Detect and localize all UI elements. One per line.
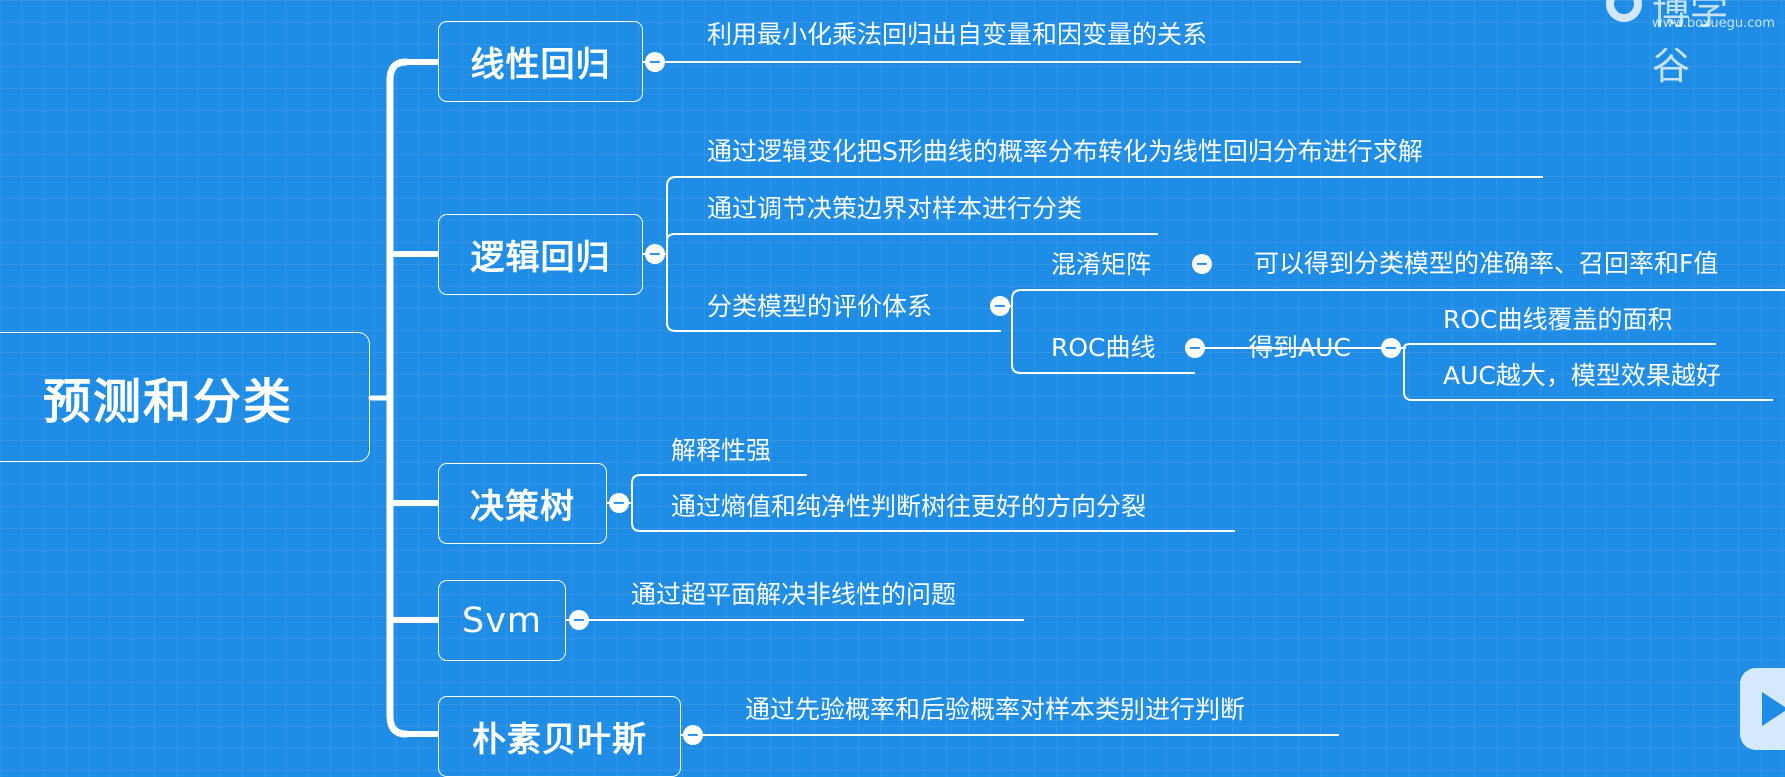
label-get-auc: 得到AUC [1248,333,1351,362]
brand-ring-icon [1606,0,1642,22]
label-svm-desc: 通过超平面解决非线性的问题 [631,580,957,609]
label-roc-curve: ROC曲线 [1051,333,1156,362]
collapse-toggle-bayes[interactable]: − [683,725,703,745]
label-tree-interpretable: 解释性强 [671,436,772,465]
label-bayes-desc: 通过先验概率和后验概率对样本类别进行判断 [745,695,1246,724]
play-icon [1762,692,1785,726]
collapse-toggle-linear[interactable]: − [645,52,665,72]
node-naive-bayes[interactable]: 朴素贝叶斯 [438,696,681,777]
collapse-toggle-auc[interactable]: − [1381,338,1401,358]
label-evaluation-system: 分类模型的评价体系 [707,292,933,321]
play-button[interactable] [1740,668,1785,750]
label-auc-area: ROC曲线覆盖的面积 [1443,305,1673,334]
root-node[interactable]: 预测和分类 [0,332,370,462]
node-decision-tree[interactable]: 决策树 [438,463,607,544]
label-confusion-desc: 可以得到分类模型的准确率、召回率和F值 [1254,249,1719,278]
label-logistic-boundary: 通过调节决策边界对样本进行分类 [707,194,1083,223]
node-logistic-regression[interactable]: 逻辑回归 [438,214,643,295]
label-confusion-matrix: 混淆矩阵 [1051,250,1152,279]
label-tree-entropy: 通过熵值和纯净性判断树往更好的方向分裂 [671,492,1147,521]
collapse-toggle-tree[interactable]: − [609,493,629,513]
brand-url: www.boxuegu.com [1652,16,1775,31]
collapse-toggle-svm[interactable]: − [569,610,589,630]
label-auc-larger-better: AUC越大，模型效果越好 [1443,361,1721,390]
collapse-toggle-logistic[interactable]: − [645,244,665,264]
node-linear-regression[interactable]: 线性回归 [438,21,643,102]
node-svm[interactable]: Svm [438,580,566,661]
brand-name: 博学谷 [1652,0,1729,88]
collapse-toggle-confusion[interactable]: − [1192,254,1212,274]
label-linear-desc: 利用最小化乘法回归出自变量和因变量的关系 [707,20,1208,49]
collapse-toggle-roc[interactable]: − [1185,338,1205,358]
label-logistic-sigmoid: 通过逻辑变化把S形曲线的概率分布转化为线性回归分布进行求解 [707,137,1423,166]
collapse-toggle-evaluation[interactable]: − [990,296,1010,316]
brand-watermark-logo: 博学谷 www.boxuegu.com [1606,0,1775,88]
